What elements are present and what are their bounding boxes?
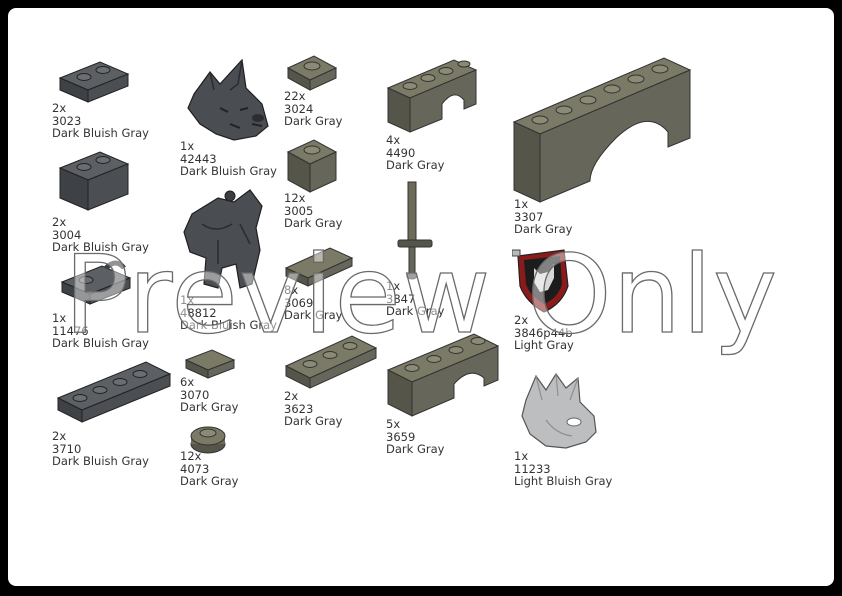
arch-1x6-icon (512, 57, 692, 203)
arch-1x4-icon (386, 333, 500, 417)
part-label-3070: 6x 3070 Dark Gray (180, 376, 238, 414)
part-label-3847: 1x 3847 Dark Gray (386, 280, 444, 318)
part-id: 11233 (514, 461, 551, 476)
part-id: 3023 (52, 113, 82, 128)
part-color: Dark Bluish Gray (52, 126, 149, 140)
wolf-shield-icon (512, 249, 569, 313)
part-qty: 5x (386, 417, 401, 431)
part-id: 3710 (52, 441, 82, 456)
part-color: Dark Gray (180, 474, 239, 488)
part-label-3023: 2x 3023 Dark Bluish Gray (52, 102, 149, 140)
part-label-48812: 1x 48812 Dark Bluish Gray (180, 294, 277, 332)
part-qty: 22x (284, 89, 306, 103)
part-qty: 2x (284, 389, 299, 403)
part-qty: 1x (180, 139, 195, 153)
part-color: Dark Gray (284, 308, 343, 322)
part-id: 48812 (180, 305, 217, 320)
part-label-3846p44b: 2x 3846p44b Light Gray (514, 314, 574, 352)
part-id: 3004 (52, 227, 82, 242)
part-qty: 12x (284, 191, 306, 205)
part-label-3710: 2x 3710 Dark Bluish Gray (52, 430, 149, 468)
part-id: 42443 (180, 151, 217, 166)
part-qty: 12x (180, 449, 202, 463)
brick-1x1-icon (286, 139, 338, 193)
part-id: 3846p44b (514, 325, 573, 340)
part-label-3069: 8x 3069 Dark Gray (284, 284, 342, 322)
part-label-11476: 1x 11476 Dark Bluish Gray (52, 312, 149, 350)
parts-list-page: 2x 3023 Dark Bluish Gray 2x 3004 Dark Bl… (8, 8, 834, 586)
part-qty: 2x (514, 313, 529, 327)
wolf-mask-icon (521, 372, 597, 449)
part-id: 3659 (386, 429, 416, 444)
part-qty: 8x (284, 283, 299, 297)
part-color: Dark Bluish Gray (180, 164, 277, 178)
part-label-3307: 1x 3307 Dark Gray (514, 198, 572, 236)
arch-1x4-icon (386, 59, 478, 133)
part-id: 4073 (180, 461, 210, 476)
part-color: Dark Bluish Gray (180, 318, 277, 332)
round-plate-icon (190, 426, 226, 454)
part-qty: 1x (514, 449, 529, 463)
part-color: Dark Gray (180, 400, 239, 414)
part-id: 3024 (284, 101, 314, 116)
plate-clip-icon (60, 260, 132, 305)
part-id: 3847 (386, 291, 416, 306)
part-color: Dark Gray (514, 222, 573, 236)
part-color: Dark Gray (386, 158, 445, 172)
part-label-3659: 5x 3659 Dark Gray (386, 418, 444, 456)
part-qty: 1x (386, 279, 401, 293)
plate-1x2-icon (58, 61, 130, 103)
part-id: 3005 (284, 203, 314, 218)
wolf-head-icon (187, 58, 269, 141)
part-color: Dark Gray (386, 442, 445, 456)
part-color: Dark Bluish Gray (52, 336, 149, 350)
part-color: Dark Bluish Gray (52, 240, 149, 254)
tile-1x1-icon (184, 349, 236, 379)
part-color: Dark Gray (386, 304, 445, 318)
part-label-4490: 4x 4490 Dark Gray (386, 134, 444, 172)
part-qty: 4x (386, 133, 401, 147)
part-qty: 2x (52, 429, 67, 443)
part-label-3005: 12x 3005 Dark Gray (284, 192, 342, 230)
part-qty: 1x (514, 197, 529, 211)
brick-1x2-icon (58, 151, 130, 211)
plate-1x1-icon (286, 55, 338, 91)
part-qty: 2x (52, 101, 67, 115)
wolf-body-icon (183, 189, 263, 289)
part-qty: 2x (52, 215, 67, 229)
part-label-42443: 1x 42443 Dark Bluish Gray (180, 140, 277, 178)
part-color: Dark Bluish Gray (52, 454, 149, 468)
part-id: 3069 (284, 295, 314, 310)
part-id: 3307 (514, 209, 544, 224)
sword-icon (397, 181, 433, 280)
part-color: Light Gray (514, 338, 574, 352)
part-color: Dark Gray (284, 414, 343, 428)
part-label-3623: 2x 3623 Dark Gray (284, 390, 342, 428)
part-label-3024: 22x 3024 Dark Gray (284, 90, 342, 128)
part-color: Light Bluish Gray (514, 474, 613, 488)
part-id: 3070 (180, 387, 210, 402)
part-color: Dark Gray (284, 216, 343, 230)
plate-1x3-icon (284, 335, 378, 389)
part-label-4073: 12x 4073 Dark Gray (180, 450, 238, 488)
part-id: 11476 (52, 323, 89, 338)
part-id: 4490 (386, 145, 416, 160)
part-id: 3623 (284, 401, 314, 416)
part-qty: 1x (180, 293, 195, 307)
part-color: Dark Gray (284, 114, 343, 128)
part-label-11233: 1x 11233 Light Bluish Gray (514, 450, 612, 488)
part-label-3004: 2x 3004 Dark Bluish Gray (52, 216, 149, 254)
tile-1x2-icon (284, 247, 354, 287)
plate-1x4-icon (56, 361, 172, 423)
part-qty: 6x (180, 375, 195, 389)
part-qty: 1x (52, 311, 67, 325)
